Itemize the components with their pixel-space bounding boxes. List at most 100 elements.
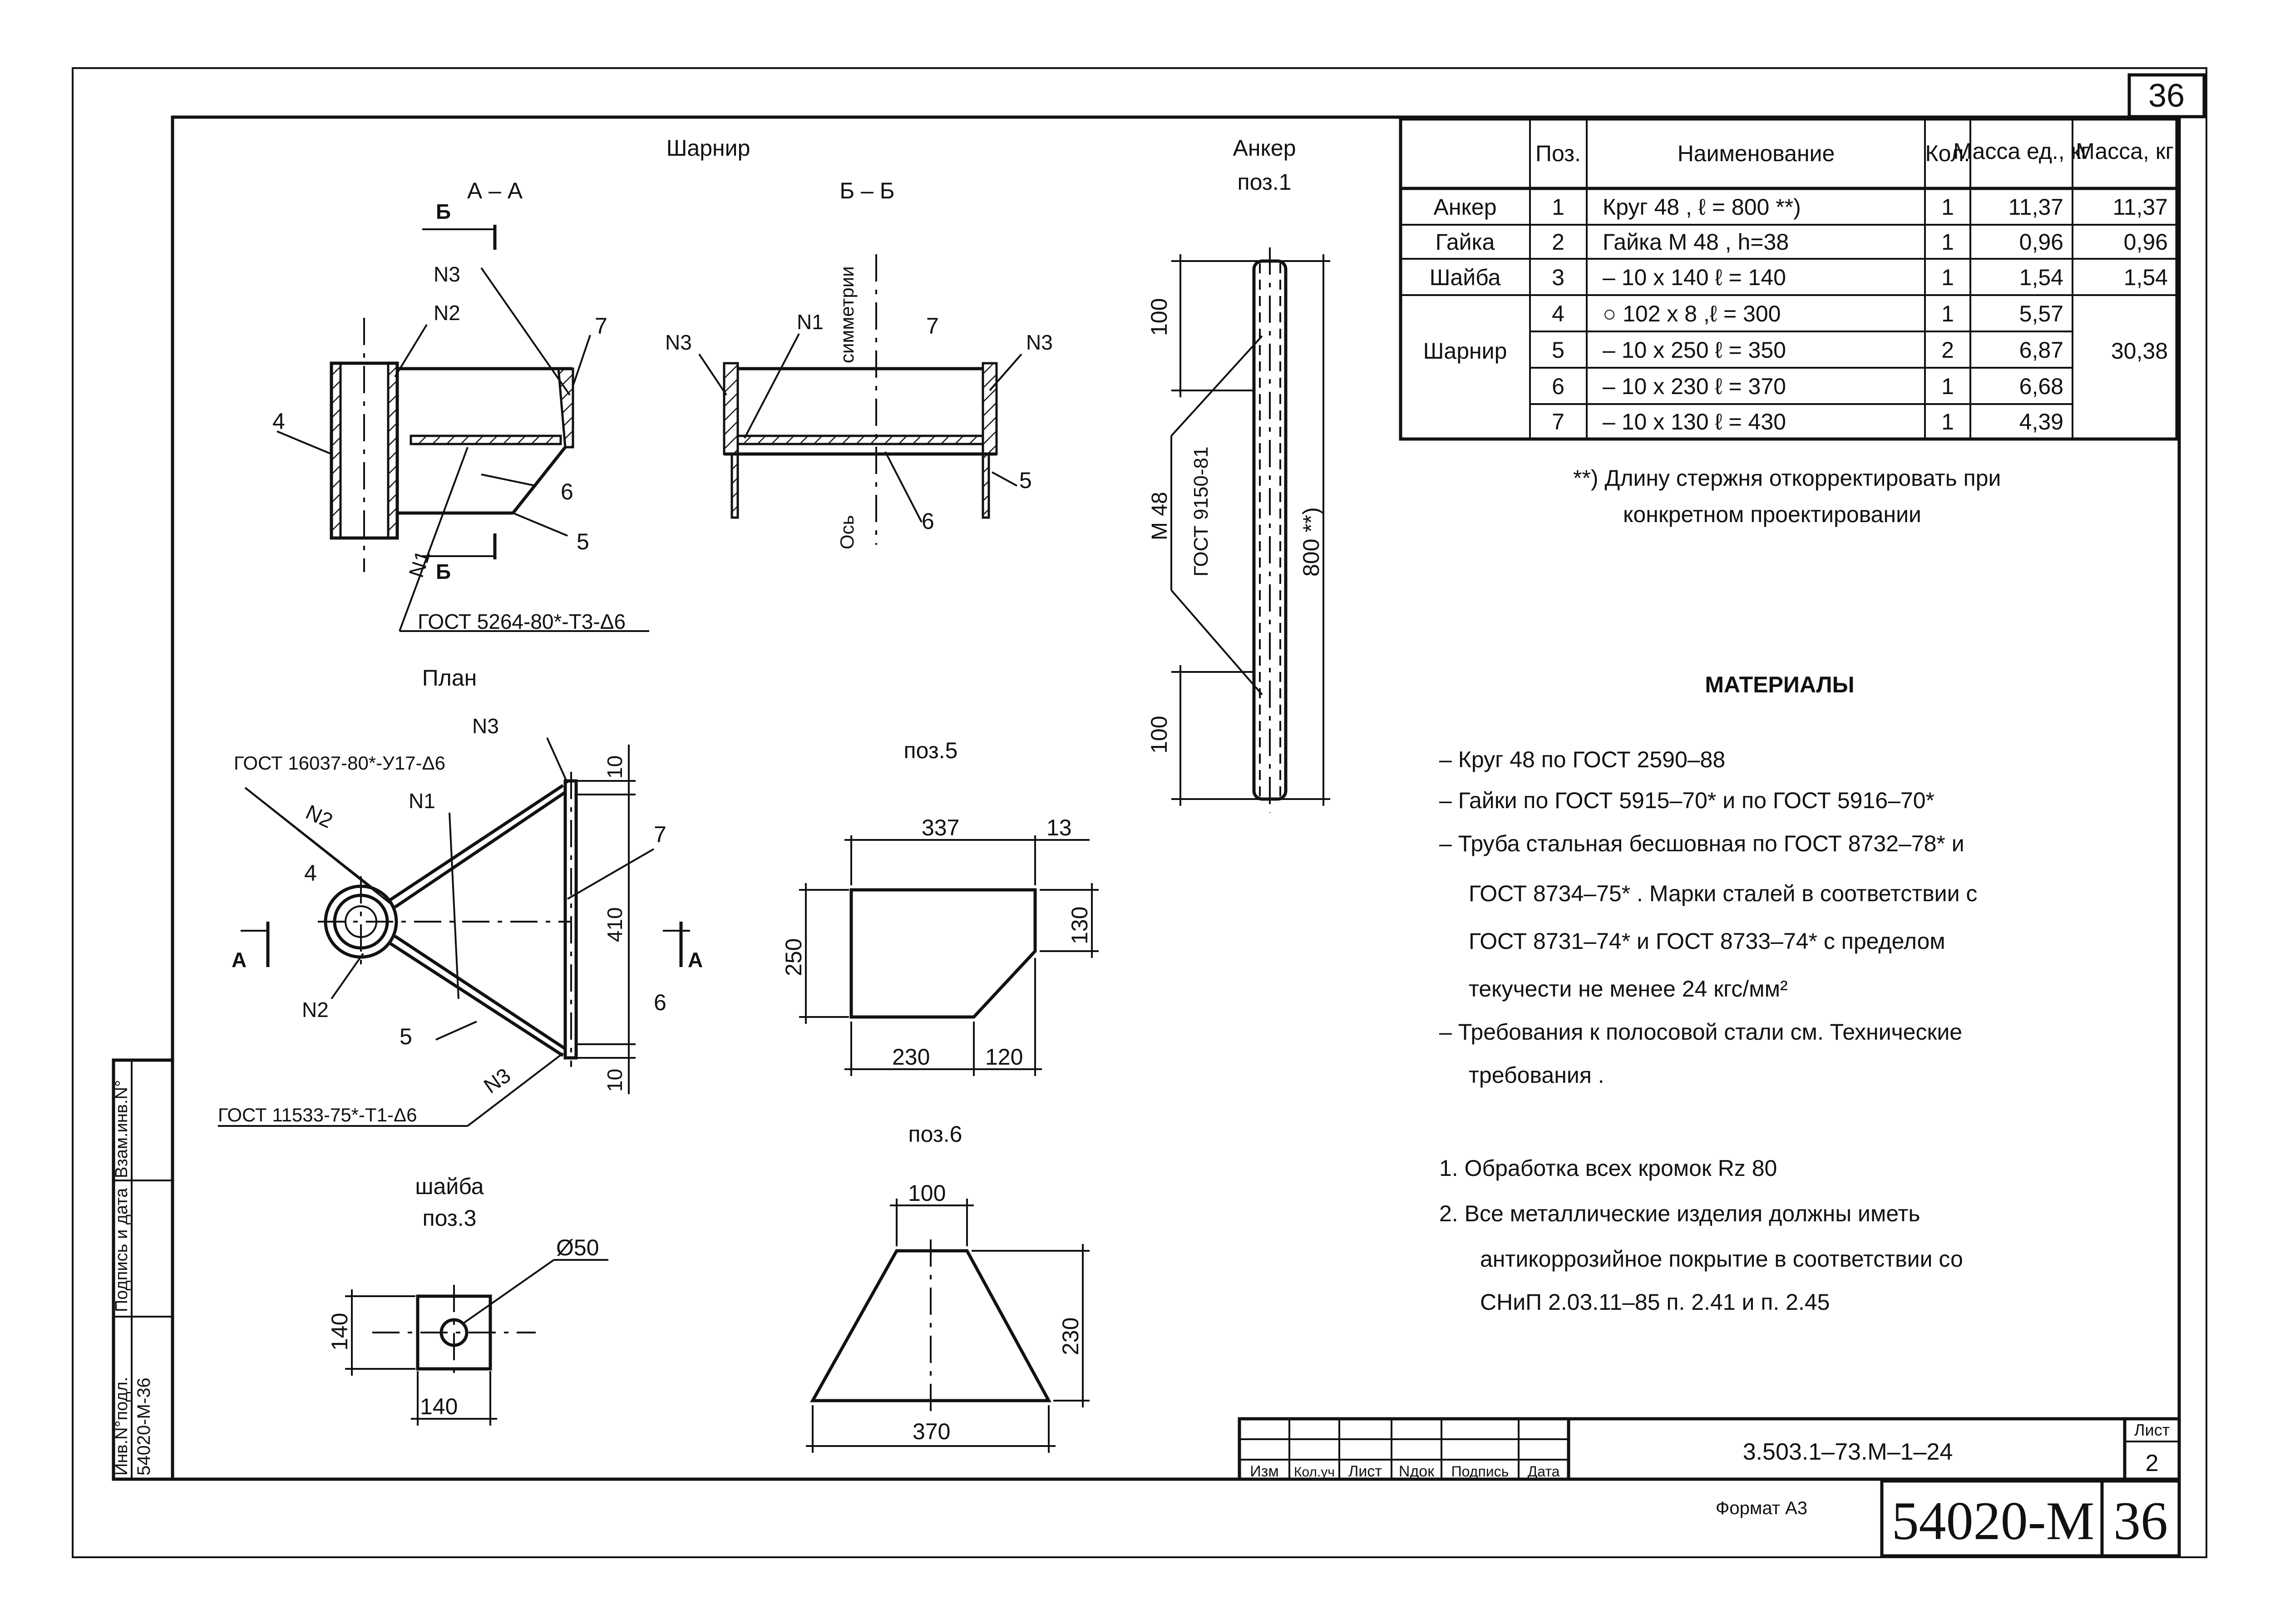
table-header-qty: Кол. [1925,141,1970,166]
aa-label-7: 7 [595,313,607,339]
pos5-dim-130: 130 [1067,907,1092,944]
aa-gost-weld: ГОСТ 5264-80*-Т3-Δ6 [418,610,626,633]
plan-cut-a-left: А [232,948,247,972]
title-anchor: Анкер [1233,135,1296,161]
footnote-line2: конкретном проектировании [1623,502,1921,527]
bb-label-n1: N1 [797,310,824,334]
title-anchor-pos: поз.1 [1238,169,1292,195]
row1-name: Круг 48 , ℓ = 800 **) [1603,194,1801,220]
table-header-total-mass: Масса, кг [2076,138,2174,164]
side-stamp: Инв.N°подл. 54020-М-36 Подпись и дата Вз… [112,1058,174,1481]
materials-item-1: – Круг 48 по ГОСТ 2590–88 [1439,747,1725,772]
pos5-plate-view: 337 13 250 130 230 120 [781,815,1099,1076]
materials-item-4b: требования . [1469,1062,1604,1088]
inner-frame [171,115,2181,1481]
row5-qty: 2 [1941,337,1954,363]
plan-label-4: 4 [304,860,317,886]
materials-item-3: – Труба стальная бесшовная по ГОСТ 8732–… [1439,831,1964,856]
stamp-col-izm: Изм [1250,1463,1278,1480]
row2-qty: 1 [1941,229,1954,255]
row4-pos: 4 [1552,301,1564,326]
row3-name: – 10 x 140 ℓ = 140 [1603,265,1786,290]
row7-name: – 10 x 130 ℓ = 430 [1603,409,1786,434]
plan-dim-410: 410 [603,907,627,942]
side-vzam-label: Взам.инв.N° [112,1080,131,1178]
cut-label-b-bottom: Б [436,560,451,583]
dim-800: 800 **) [1298,507,1324,577]
row5-pos: 5 [1552,337,1564,363]
plan-label-n3-bottom: N3 [479,1063,515,1098]
title-washer: шайба [415,1174,484,1199]
row2-unit: 0,96 [2019,229,2063,255]
stamp-col-ndok: Nдок [1399,1463,1435,1480]
section-aa-view: Б Б N3 N2 7 4 6 5 N1 ГОСТ 5264-80*-Т3-Δ6 [272,200,649,633]
aa-label-n3: N3 [434,262,460,286]
table-header-name: Наименование [1678,141,1835,166]
sheet-number-top: 36 [2148,78,2185,114]
sheet-corner-number: 36 [2127,73,2206,118]
row6-unit: 6,68 [2019,374,2063,399]
inventory-stamp: 54020-М 36 [1880,1479,2181,1558]
aa-label-5: 5 [577,529,589,554]
row1-total: 11,37 [2113,194,2168,220]
pos5-dim-120: 120 [985,1044,1023,1070]
row1-unit: 11,37 [2008,194,2063,220]
plan-dim-10-top: 10 [603,755,627,779]
materials-title: МАТЕРИАЛЫ [1705,672,1854,697]
format-a3: Формат А3 [1716,1498,1807,1518]
plan-label-n3-top: N3 [472,714,499,738]
title-section-bb: Б – Б [839,178,894,203]
stamp-page-number: 36 [2113,1491,2168,1551]
title-washer-pos: поз.3 [423,1205,477,1231]
pos6-dim-230: 230 [1058,1318,1083,1355]
pos5-dim-13: 13 [1046,815,1072,840]
row2-pos: 2 [1552,229,1564,255]
anchor-thread-gost: ГОСТ 9150-81 [1190,447,1212,577]
side-inv-label: Инв.N°подл. [112,1377,131,1476]
bb-axis-os: Ось [836,515,858,549]
title-sharnir: Шарнир [666,135,750,161]
table-row: 5 – 10 x 250 ℓ = 350 2 6,87 [1552,337,2063,363]
row7-qty: 1 [1941,409,1954,434]
bb-label-5: 5 [1019,468,1032,493]
row4-name: ○ 102 x 8 ,ℓ = 300 [1603,301,1781,326]
plan-label-5: 5 [400,1024,412,1049]
row2-name: Гайка М 48 , h=38 [1603,229,1789,255]
row4-qty: 1 [1941,301,1954,326]
row6-qty: 1 [1941,374,1954,399]
row1-qty: 1 [1941,194,1954,220]
washer-dim-140-v: 140 [327,1313,352,1351]
plan-cut-a-right: А [688,948,703,972]
stamp-col-list: Лист [1348,1463,1382,1480]
note-2: 2. Все металлические изделия должны имет… [1439,1201,1920,1226]
washer-dim-140-h: 140 [420,1394,458,1419]
plan-label-n2-top: N2 [302,800,336,833]
bb-label-6: 6 [922,508,934,534]
plan-label-7: 7 [654,822,666,847]
table-row: Гайка 2 Гайка М 48 , h=38 1 0,96 0,96 [1436,229,2168,255]
table-header-unit-mass: Масса ед., кг [1953,138,2089,164]
row4-unit: 5,57 [2019,301,2063,326]
bb-axis-symmetry: симметрии [836,266,858,363]
dim-100-top: 100 [1146,298,1172,336]
row6-pos: 6 [1552,374,1564,399]
title-pos5: поз.5 [904,738,958,763]
aa-label-6: 6 [561,479,573,504]
row6-name: – 10 x 230 ℓ = 370 [1603,374,1786,399]
row1-group: Анкер [1433,194,1496,220]
table-header-pos: Поз. [1535,141,1581,166]
title-block: Изм Кол.уч Лист Nдок Подпись Дата 3.503.… [1238,1417,2181,1481]
materials-item-2: – Гайки по ГОСТ 5915–70* и по ГОСТ 5916–… [1439,788,1934,813]
stamp-document-code: 3.503.1–73.М–1–24 [1743,1439,1953,1465]
side-inv-value: 54020-М-36 [134,1377,154,1476]
bb-label-n3-left: N3 [665,331,692,354]
stamp-col-date: Дата [1528,1463,1560,1480]
bb-label-7: 7 [926,313,939,339]
aa-label-4: 4 [272,409,285,434]
section-bb-view: симметрии Ось N3 N1 7 N3 5 6 [665,254,1053,549]
aa-label-n1: N1 [404,548,435,580]
bb-label-n3-right: N3 [1026,331,1053,354]
side-sign-label: Подпись и дата [112,1188,131,1312]
washer-dim-hole: Ø50 [556,1235,599,1260]
